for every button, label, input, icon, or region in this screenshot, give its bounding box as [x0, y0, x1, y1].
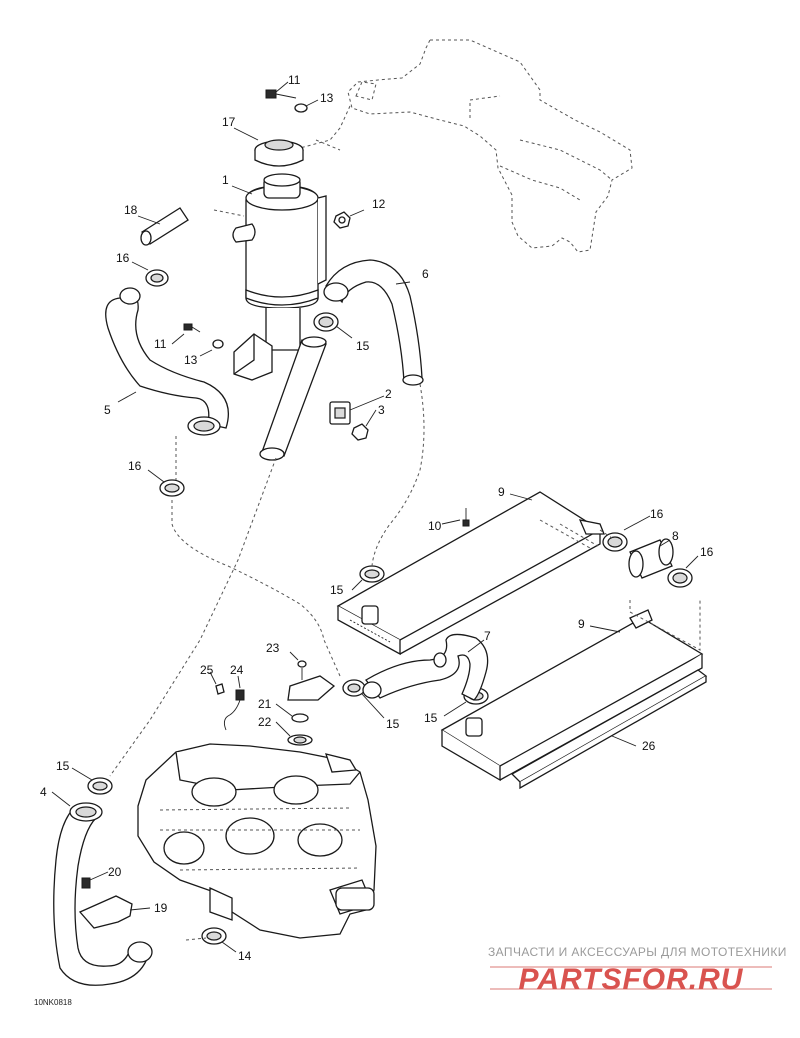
callout-11-mid: 11 [154, 337, 167, 351]
drawing-code: 10NK0818 [34, 998, 72, 1007]
clamp-14 [201, 927, 227, 945]
callout-15-thermostat: 15 [386, 717, 400, 731]
callout-16-right: 16 [650, 507, 664, 521]
callout-20: 20 [108, 865, 122, 879]
connector-hose-8 [628, 538, 674, 579]
callout-1: 1 [222, 173, 229, 187]
overflow-hose [140, 207, 189, 246]
clamp-16-c [602, 532, 628, 552]
callout-13-top: 13 [320, 91, 334, 105]
callout-22: 22 [258, 715, 272, 729]
callout-15-upper: 15 [356, 339, 370, 353]
hose-4 [53, 802, 153, 986]
bracket [183, 323, 273, 381]
leader-lines [51, 81, 699, 953]
hose-7 [362, 633, 489, 701]
watermark-tagline: ЗАПЧАСТИ И АКСЕССУАРЫ ДЛЯ МОТОТЕХНИКИ [488, 945, 787, 959]
callout-11-top: 11 [288, 73, 301, 87]
logo-stripes [490, 966, 772, 990]
clamp-15-e [87, 777, 113, 795]
radiator-lower [440, 600, 704, 782]
callout-labels: 1 2 3 4 5 6 7 8 9 9 10 11 11 12 13 13 14… [40, 73, 714, 963]
callout-23: 23 [266, 641, 280, 655]
callout-12: 12 [372, 197, 386, 211]
hose-6 [323, 259, 424, 386]
callout-19: 19 [154, 901, 168, 915]
clamp-15-c [342, 679, 366, 697]
callout-14: 14 [238, 949, 252, 963]
chassis-outline [299, 39, 633, 253]
callout-16-mid: 16 [128, 459, 142, 473]
callout-4: 4 [40, 785, 47, 799]
clamp-15-a [313, 312, 339, 332]
clamp-16-b [159, 479, 185, 497]
callout-6: 6 [422, 267, 429, 281]
callout-10: 10 [428, 519, 442, 533]
callout-13-mid: 13 [184, 353, 198, 367]
clamp-15-b [359, 565, 385, 583]
callout-9-lower: 9 [578, 617, 585, 631]
rail-26 [510, 669, 708, 790]
logo-wordmark: PARTSFOR.RU [519, 963, 744, 996]
partsfor-logo: PARTSFOR.RU [486, 963, 776, 996]
callout-16-far-right: 16 [700, 545, 714, 559]
coolant-reservoir [232, 173, 327, 351]
callout-26: 26 [642, 739, 656, 753]
bracket-19 [78, 877, 133, 929]
callout-15-lower: 15 [424, 711, 438, 725]
hose-5 [105, 287, 230, 436]
nut-12 [333, 211, 351, 229]
callout-16-upper: 16 [116, 251, 130, 265]
temperature-sensor [215, 683, 245, 731]
callout-18: 18 [124, 203, 138, 217]
nut-3 [351, 423, 369, 441]
callout-15-radiator: 15 [330, 583, 344, 597]
callout-24: 24 [230, 663, 244, 677]
callout-15-engine: 15 [56, 759, 70, 773]
screw-top [265, 89, 308, 113]
routing-lines [109, 139, 613, 941]
callout-7: 7 [484, 629, 491, 643]
callout-2: 2 [385, 387, 392, 401]
callout-25: 25 [200, 663, 214, 677]
callout-21: 21 [258, 697, 272, 711]
callout-5: 5 [104, 403, 111, 417]
engine [137, 743, 377, 939]
callout-17: 17 [222, 115, 236, 129]
connector-tube [259, 336, 327, 461]
callout-9-upper: 9 [498, 485, 505, 499]
clamp-16-a [145, 269, 169, 287]
callout-3: 3 [378, 403, 385, 417]
thermostat-housing [287, 660, 336, 746]
clip-2 [329, 401, 351, 425]
callout-8: 8 [672, 529, 679, 543]
pressure-cap [254, 139, 304, 167]
clamp-16-d [667, 568, 693, 588]
radiator-upper [336, 491, 605, 656]
bolt-10 [462, 508, 470, 527]
